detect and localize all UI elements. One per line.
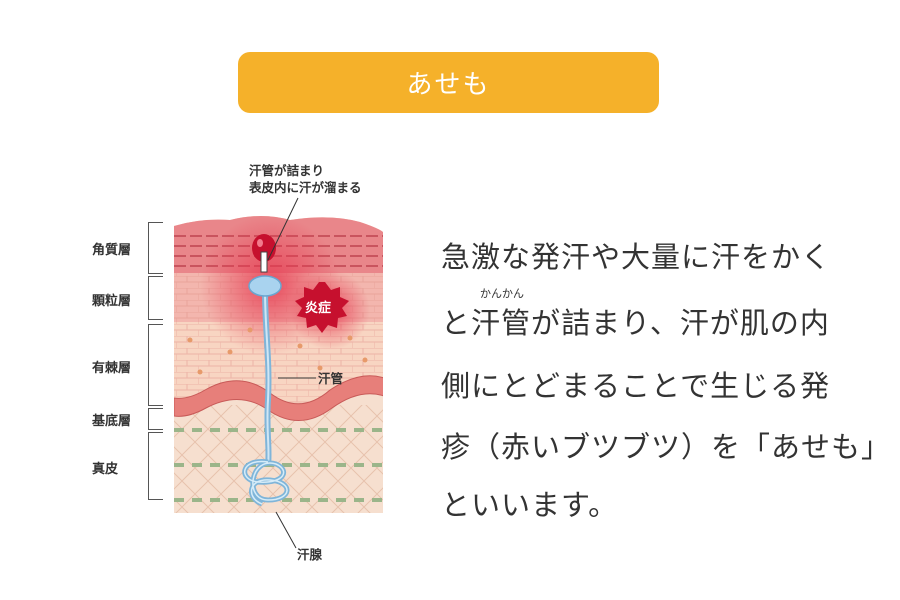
bracket-spinous xyxy=(148,324,163,406)
label-spinous-layer: 有棘層 xyxy=(92,361,132,376)
body-line-3: 側にとどまることで生じる発 xyxy=(441,369,831,403)
body-line-1: 急激な発汗や大量に汗をかく xyxy=(441,240,832,274)
bracket-corneum xyxy=(148,222,163,274)
label-stratum-corneum: 角質層 xyxy=(92,243,132,258)
callout-line-clog xyxy=(267,197,299,261)
callout-line-gland xyxy=(275,511,297,549)
bracket-granular xyxy=(148,276,163,320)
title-text: あせも xyxy=(406,70,491,100)
body-line-5: といいます。 xyxy=(441,488,619,522)
basal-layer xyxy=(174,375,383,421)
ruby-kankan: かんかん xyxy=(480,287,524,300)
callout-clog-line1: 汗管が詰まり xyxy=(249,163,325,178)
body-line-2: と汗管が詰まり、汗が肌の内 xyxy=(441,306,830,340)
callout-clog-line2: 表皮内に汗が溜まる xyxy=(249,180,362,195)
callout-sweat-duct: 汗管 xyxy=(318,371,344,386)
dermis-pattern xyxy=(174,405,383,513)
body-line-4: 疹（赤いブツブツ）を「あせも」 xyxy=(441,430,892,464)
sweat-duct xyxy=(248,251,282,466)
inflammation-burst xyxy=(295,282,349,333)
label-basal-layer: 基底層 xyxy=(92,414,132,429)
label-dermis: 真皮 xyxy=(92,462,119,477)
callout-clog: 汗管が詰まり 表皮内に汗が溜まる xyxy=(249,162,362,196)
bracket-dermis xyxy=(148,432,163,500)
label-granular-layer: 顆粒層 xyxy=(92,294,132,309)
title-banner: あせも xyxy=(238,52,659,113)
bracket-basal xyxy=(148,408,163,430)
callout-inflammation: 炎症 xyxy=(305,301,332,316)
callout-sweat-gland: 汗腺 xyxy=(297,547,323,562)
skin-cross-section xyxy=(174,216,383,513)
